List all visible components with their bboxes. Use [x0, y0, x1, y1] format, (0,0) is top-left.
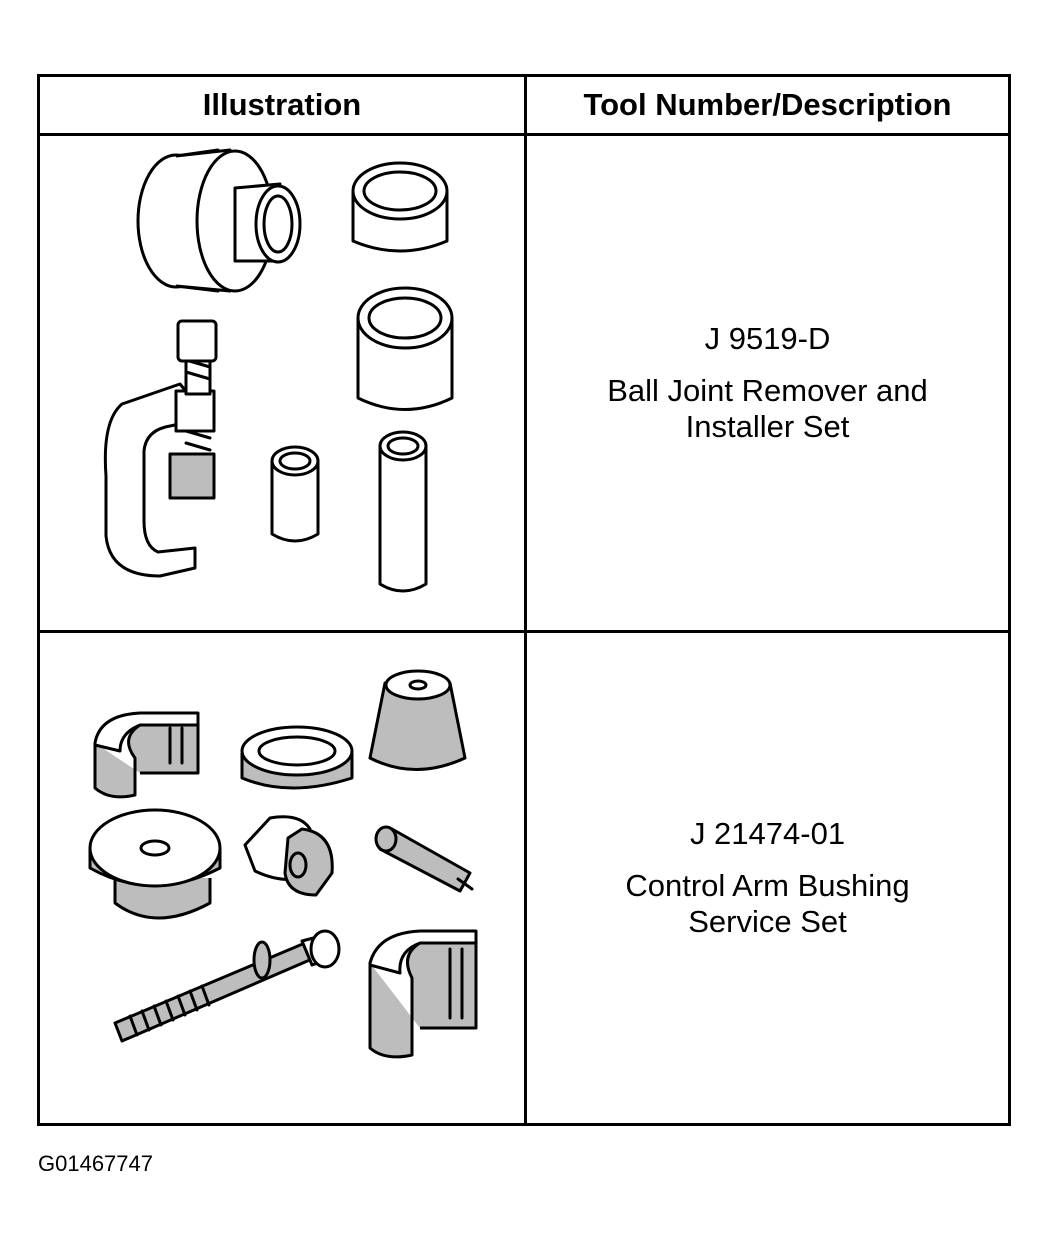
header-tool-number-description: Tool Number/Description	[583, 87, 952, 122]
row-divider	[40, 630, 1008, 633]
row-2-description-cell: J 21474-01 Control Arm Bushing Service S…	[527, 633, 1008, 1123]
header-divider	[40, 133, 1008, 136]
column-divider	[524, 77, 527, 1123]
tool-number: J 9519-D	[704, 321, 831, 356]
row-2-illustration	[40, 633, 524, 1123]
tool-description: Control Arm Bushing Service Set	[625, 868, 910, 939]
header-illustration: Illustration	[202, 87, 362, 122]
ball-joint-tool-set-icon	[103, 148, 454, 593]
figure-id: G01467747	[38, 1151, 153, 1176]
row-1-illustration	[40, 136, 524, 630]
row-1-description-cell: J 9519-D Ball Joint Remover and Installe…	[527, 136, 1008, 630]
tool-number: J 21474-01	[689, 816, 846, 851]
bushing-service-set-icon	[88, 669, 478, 1059]
tool-description: Ball Joint Remover and Installer Set	[607, 373, 928, 444]
tool-table: Illustration Tool Number/Description	[37, 74, 1011, 1126]
